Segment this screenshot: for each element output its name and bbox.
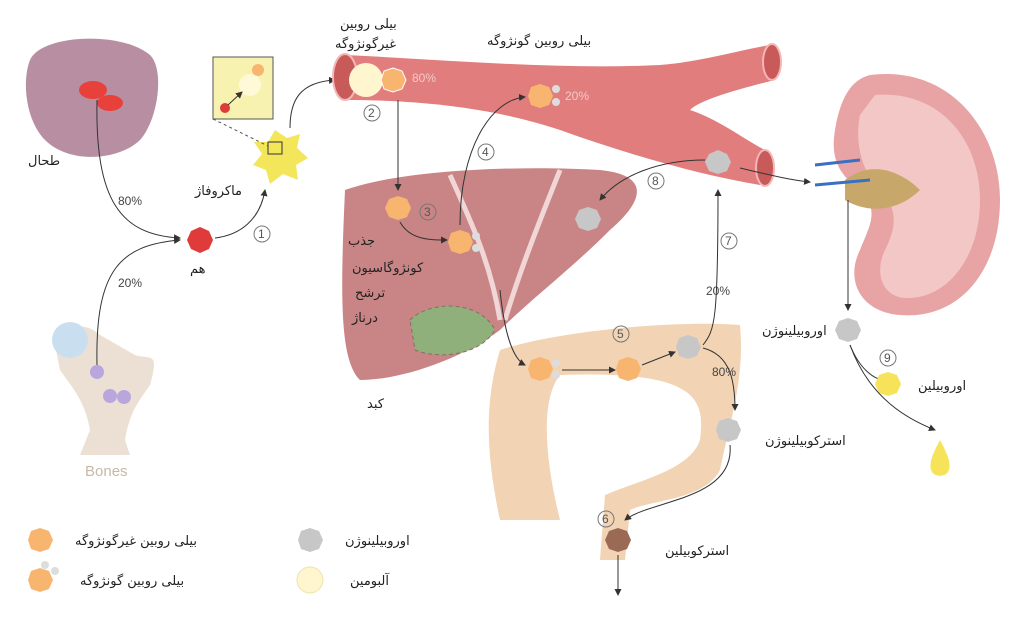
step-5: 5 [617, 327, 624, 341]
legend-urobilinogen: اوروبیلینوژن [345, 534, 410, 549]
red-blood-cell [97, 95, 123, 111]
intestine-down-percent: 80% [712, 365, 736, 379]
macrophage [253, 130, 308, 184]
unconjugated-label-line2: غیرگونژوگه [335, 36, 396, 52]
legend-conjugated: بیلی روبین گونژوگه [80, 573, 184, 589]
conjugated-label: بیلی روبین گونژوگه [487, 33, 591, 49]
step-2: 2 [368, 106, 375, 120]
legend-albumin: آلبومین [350, 572, 390, 589]
liver-step-secretion: ترشح [355, 286, 385, 301]
liver-label: کبد [367, 397, 385, 412]
stercobilinogen-label: استرکوبیلینوژن [765, 434, 846, 449]
liver-step-uptake: جذب [348, 234, 375, 249]
unconjugated-label-line1: بیلی روبین [340, 17, 397, 32]
step-1: 1 [258, 227, 265, 241]
red-blood-cell [79, 81, 107, 99]
albumin [349, 63, 383, 97]
bone [55, 326, 155, 455]
blood-vessel [345, 45, 775, 185]
spleen-label: طحال [28, 154, 60, 169]
liver-step-conjugation: کونژوگاسیون [352, 260, 424, 276]
intestine [488, 323, 741, 560]
step-8: 8 [652, 174, 659, 188]
macrophage-label: ماکروفاژ [194, 184, 242, 199]
urine-drop-icon [930, 440, 950, 476]
conjugated-bilirubin-icon [528, 84, 553, 108]
legend: بیلی روبین غیرگونژوگه بیلی روبین گونژوگه… [28, 528, 410, 594]
blood-conjugated-percent: 20% [565, 89, 589, 103]
bones-label: Bones [85, 463, 128, 480]
heme-label: هم [190, 262, 206, 277]
step-6: 6 [602, 512, 609, 526]
blood-unconjugated-percent: 80% [412, 71, 436, 85]
bones-percent: 20% [118, 276, 142, 290]
legend-unconjugated: بیلی روبین غیرگونژوگه [75, 533, 197, 549]
step-7: 7 [725, 234, 732, 248]
liver-step-drainage: درناژ [351, 311, 378, 326]
urobilinogen-label: اوروبیلینوژن [762, 324, 827, 339]
step-9: 9 [884, 351, 891, 365]
unconjugated-bilirubin-icon [380, 67, 407, 93]
spleen-percent: 80% [118, 194, 142, 208]
intestine-up-percent: 20% [706, 284, 730, 298]
urobilin-label: اوروبیلین [918, 379, 966, 394]
step-3: 3 [424, 205, 431, 219]
stercobilin-label: استرکوبیلین [665, 544, 729, 559]
step-4: 4 [482, 145, 489, 159]
heme-icon [187, 227, 213, 253]
